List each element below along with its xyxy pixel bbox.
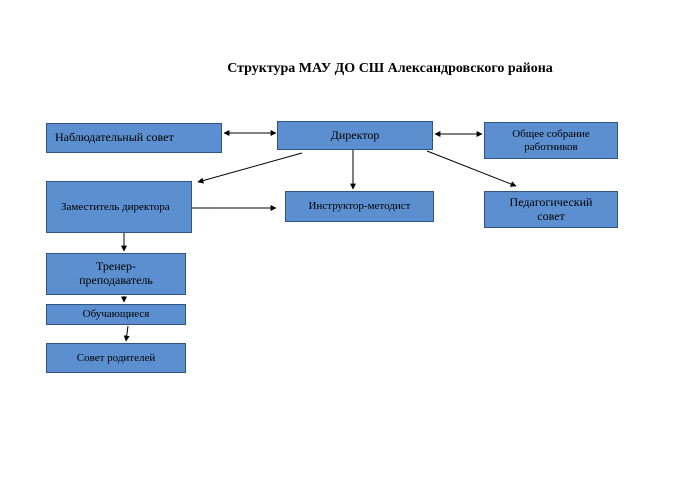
node-general-meeting: Общее собрание работников — [484, 122, 618, 159]
diagram-title: Структура МАУ ДО СШ Александровского рай… — [227, 61, 553, 76]
node-students-label: Обучающиеся — [82, 308, 150, 321]
node-director-label: Директор — [330, 127, 380, 142]
node-coach-label: Тренер-преподаватель — [79, 259, 153, 287]
node-deputy-director: Заместитель директора — [46, 181, 192, 233]
node-parents-council: Совет родителей — [46, 343, 186, 373]
node-observ-council: Наблюдательный совет — [46, 123, 222, 153]
node-director: Директор — [277, 121, 433, 150]
node-general-meeting-label: Общее собрание работников — [512, 127, 590, 153]
node-instructor-label: Инструктор-методист — [308, 200, 411, 213]
node-coach: Тренер-преподаватель — [46, 253, 186, 295]
node-instructor: Инструктор-методист — [285, 191, 434, 222]
arrow-director-deputy — [197, 152, 303, 184]
arrow-director-ped — [426, 150, 517, 187]
node-parents-council-label: Совет родителей — [76, 351, 156, 364]
node-ped-council-label: Педагогический совет — [509, 194, 593, 223]
node-observ-council-label: Наблюдательный совет — [55, 130, 174, 145]
node-students: Обучающиеся — [46, 304, 186, 325]
node-ped-council: Педагогический совет — [484, 191, 618, 228]
arrow-students-parents — [123, 325, 130, 342]
node-deputy-director-label: Заместитель директора — [61, 200, 170, 213]
